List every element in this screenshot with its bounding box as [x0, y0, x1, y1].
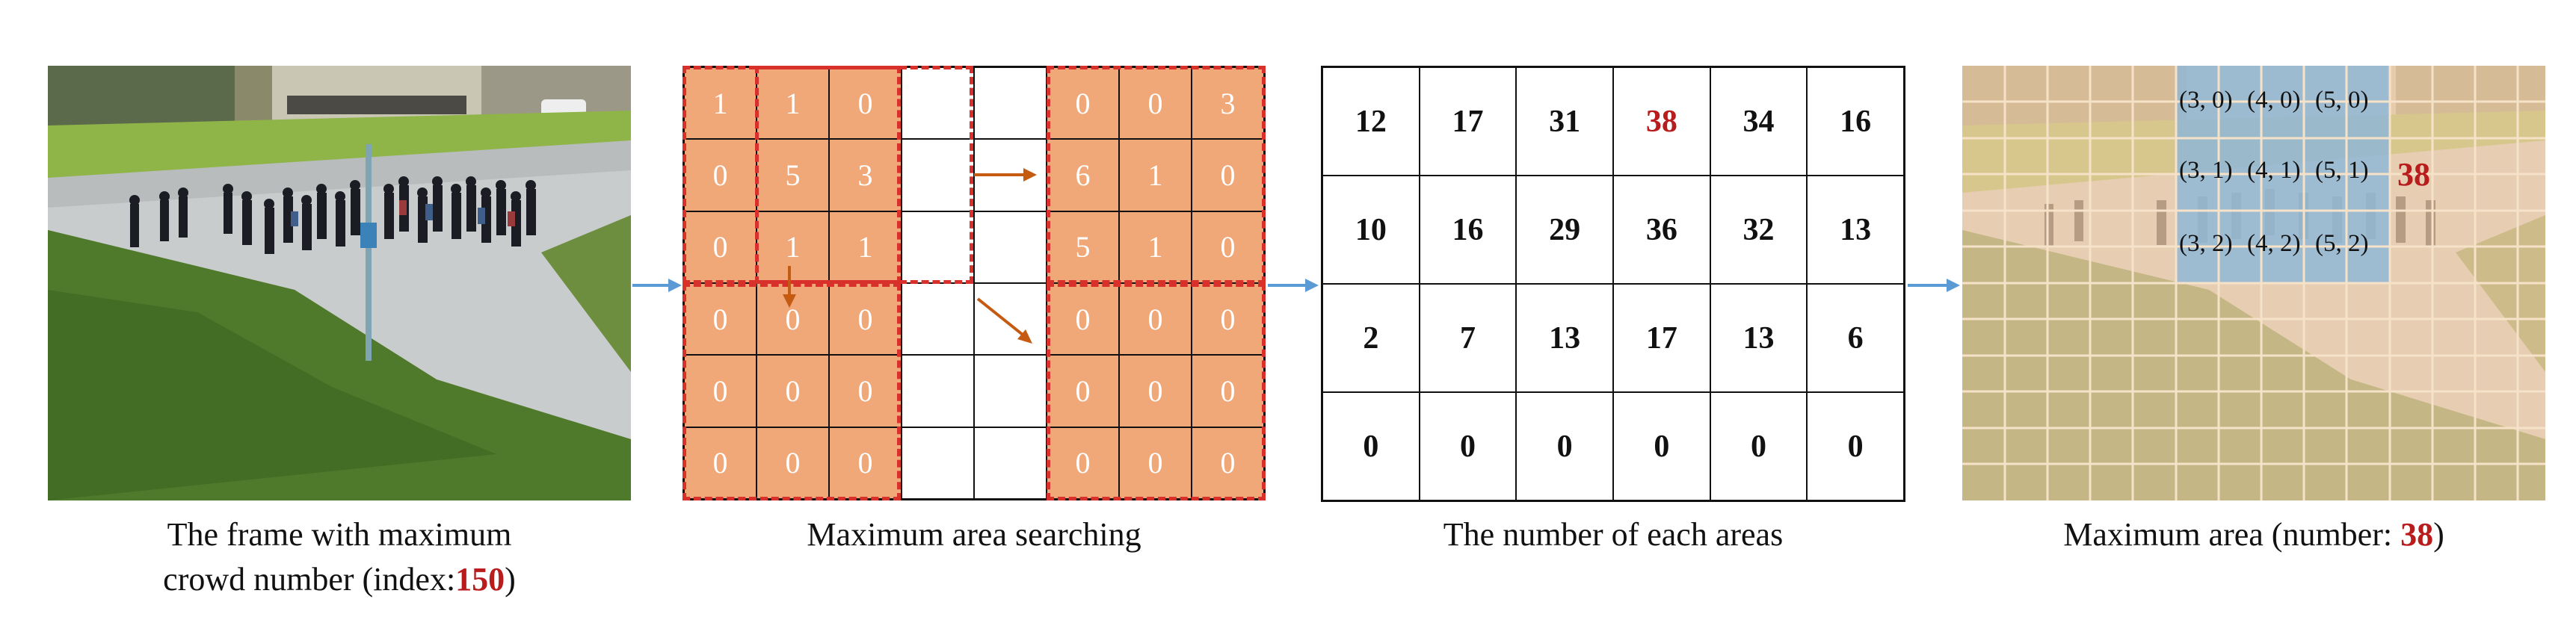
max-area-count-label: 38 [2397, 156, 2430, 193]
count-cell: 0 [1516, 392, 1613, 500]
region-coordinate-label: (4, 1) [2247, 157, 2301, 184]
flow-arrow-icon [1908, 279, 1960, 292]
search-cell: 1 [1119, 139, 1192, 211]
search-cell: 5 [757, 139, 829, 211]
count-cell: 16 [1807, 67, 1904, 176]
search-cell: 3 [1192, 67, 1264, 140]
search-cell: 6 [1047, 139, 1119, 211]
search-cell: 3 [829, 139, 902, 211]
frame-index-value: 150 [455, 561, 505, 598]
search-cell: 0 [1047, 427, 1119, 499]
photo-caption-line1: The frame with maximum [167, 516, 512, 553]
count-cell: 17 [1419, 67, 1517, 176]
count-cell-max: 38 [1613, 67, 1710, 176]
count-cell: 12 [1322, 67, 1420, 176]
search-caption: Maximum area searching [807, 516, 1141, 553]
search-cell-empty [974, 283, 1047, 356]
search-cell: 0 [1119, 283, 1192, 356]
search-cell: 0 [829, 355, 902, 427]
search-cell: 0 [1192, 211, 1264, 283]
crowd-frame-image [48, 66, 631, 500]
result-caption-prefix: Maximum area (number: [2063, 516, 2401, 553]
search-cell: 1 [757, 211, 829, 283]
search-cell: 0 [1192, 139, 1264, 211]
flow-arrow-icon [1268, 279, 1319, 292]
search-cell: 0 [1192, 283, 1264, 356]
search-cell: 0 [1119, 67, 1192, 140]
count-cell: 34 [1710, 67, 1808, 176]
region-coordinate-label: (5, 0) [2315, 87, 2369, 114]
photo-caption: The frame with maximum crowd number (ind… [48, 512, 631, 602]
arrow-diagonal-icon [976, 297, 1024, 336]
search-cell: 0 [1047, 67, 1119, 140]
arrow-diagonal-head-icon [1017, 329, 1032, 344]
search-cell-empty [974, 355, 1047, 427]
count-cell: 10 [1322, 176, 1420, 284]
arrow-down-head-icon [783, 294, 796, 308]
max-area-image: (3, 0) (4, 0) (5, 0) (3, 1) (4, 1) (5, 1) (3, … [1962, 66, 2545, 500]
search-cell: 0 [1192, 355, 1264, 427]
region-coordinate-label: (3, 0) [2179, 87, 2233, 114]
region-coordinate-label: (3, 1) [2179, 157, 2233, 184]
search-cell: 0 [684, 283, 757, 356]
count-cell: 0 [1613, 392, 1710, 500]
region-coordinate-label: (4, 0) [2247, 87, 2301, 114]
search-cell: 0 [1119, 427, 1192, 499]
arrow-right-head-icon [1023, 168, 1037, 182]
search-cell: 0 [829, 67, 902, 140]
count-cell: 29 [1516, 176, 1613, 284]
search-cell: 5 [1047, 211, 1119, 283]
count-cell: 13 [1516, 284, 1613, 392]
search-cell: 1 [757, 67, 829, 140]
search-cell-empty [902, 355, 974, 427]
count-cell: 31 [1516, 67, 1613, 176]
search-cell: 0 [829, 283, 902, 356]
search-arrows [783, 168, 1037, 344]
region-coordinate-label: (5, 2) [2315, 230, 2369, 257]
flow-arrow-icon [632, 279, 682, 292]
search-cell: 1 [1119, 211, 1192, 283]
search-cell-empty [974, 67, 1047, 140]
result-caption-suffix: ) [2433, 516, 2444, 553]
result-caption-number: 38 [2400, 516, 2434, 553]
count-cell: 6 [1807, 284, 1904, 392]
search-cell: 0 [829, 427, 902, 499]
result-caption: Maximum area (number: 38) [1962, 512, 2545, 557]
region-coordinate-label: (5, 1) [2315, 157, 2369, 184]
count-cell: 13 [1807, 176, 1904, 284]
search-cell-empty [902, 427, 974, 499]
photo-caption-prefix: crowd number (index: [163, 561, 456, 598]
search-cell: 0 [1047, 355, 1119, 427]
count-cell: 0 [1419, 392, 1517, 500]
search-cell-empty [974, 211, 1047, 283]
count-cell: 13 [1710, 284, 1808, 392]
search-cell: 0 [757, 355, 829, 427]
count-cell: 0 [1807, 392, 1904, 500]
search-cell: 1 [829, 211, 902, 283]
region-coordinate-label: (4, 2) [2247, 230, 2301, 257]
count-cell: 0 [1710, 392, 1808, 500]
count-cell: 7 [1419, 284, 1517, 392]
crowd-scene-illustration [48, 66, 631, 500]
region-coordinate-label: (3, 2) [2179, 230, 2233, 257]
photo-caption-suffix: ) [505, 561, 516, 598]
search-cell-empty [902, 139, 974, 211]
search-cell: 1 [684, 67, 757, 140]
count-cell: 16 [1419, 176, 1517, 284]
count-cell: 36 [1613, 176, 1710, 284]
count-cell: 32 [1710, 176, 1808, 284]
grid-overlay [1962, 66, 2545, 500]
counts-caption: The number of each areas [1443, 516, 1784, 553]
count-cell: 0 [1322, 392, 1420, 500]
search-cell: 0 [1119, 355, 1192, 427]
count-cell: 2 [1322, 284, 1420, 392]
search-cell-empty [974, 427, 1047, 499]
search-cell: 0 [684, 139, 757, 211]
count-cell: 17 [1613, 284, 1710, 392]
photo-caption-line2: crowd number (index:150) [48, 557, 631, 602]
